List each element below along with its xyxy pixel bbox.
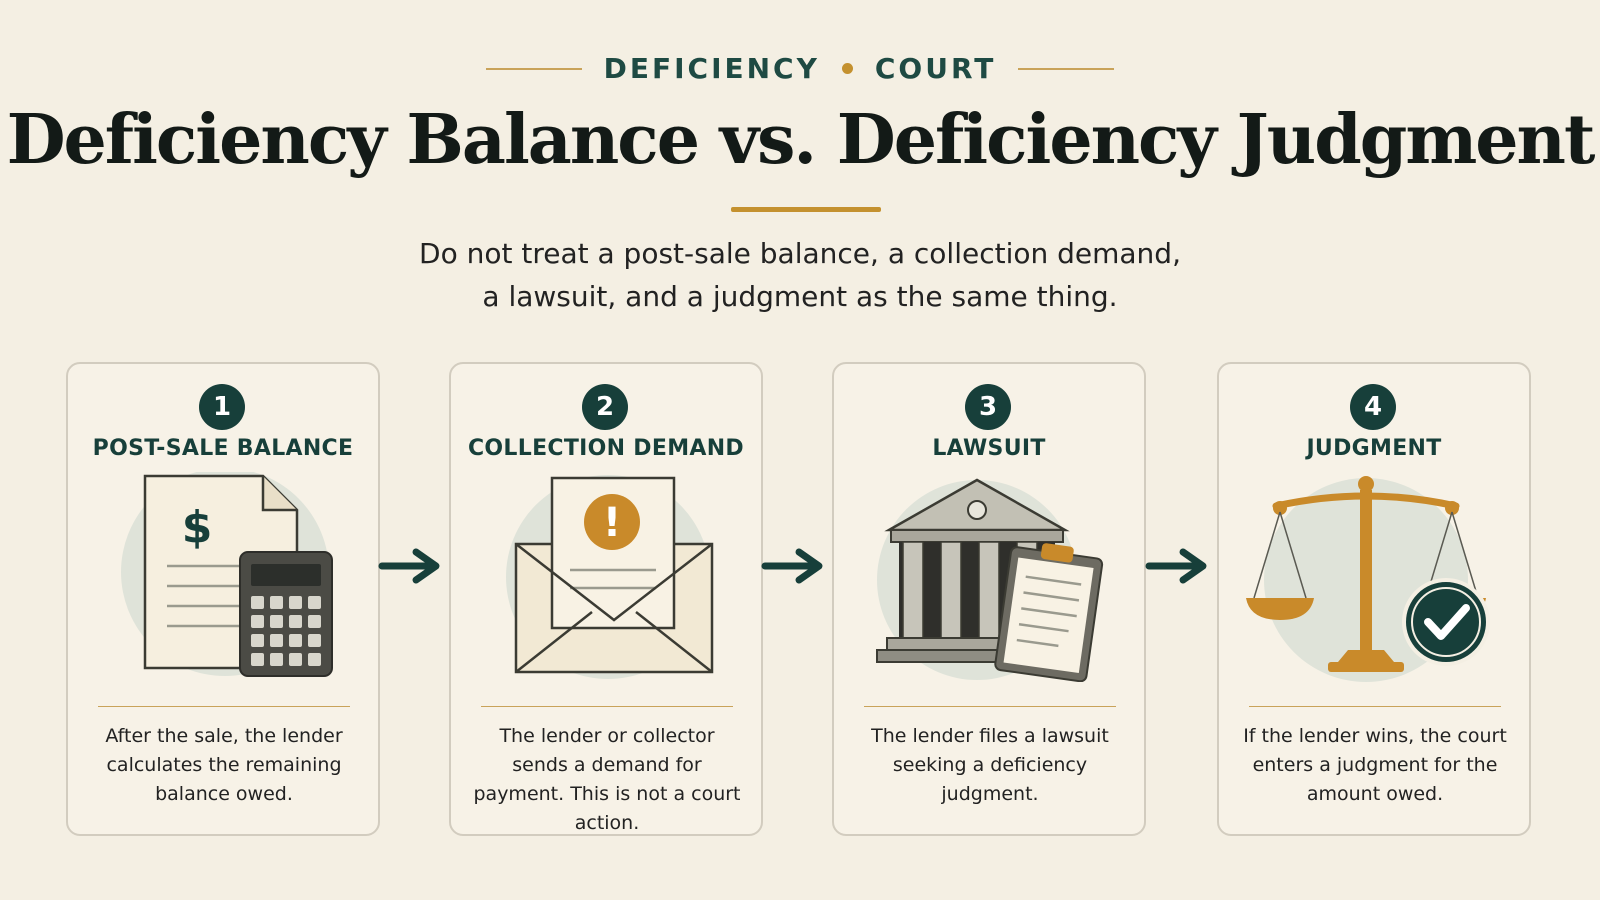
step-divider-3 (864, 706, 1116, 707)
step-number-4: 4 (1350, 384, 1396, 430)
step-card-collection-demand: 2 COLLECTION DEMAND ! The lender or coll… (449, 362, 763, 836)
eyebrow-dot (841, 63, 853, 74)
alert-symbol: ! (603, 500, 621, 546)
step-number-1: 1 (199, 384, 245, 430)
step-divider-2 (481, 706, 733, 707)
step-desc-1: After the sale, the lender calculates th… (105, 725, 343, 805)
step-card-lawsuit: 3 LAWSUIT The lender files a lawsuit see… (832, 362, 1146, 836)
step-divider-4 (1249, 706, 1501, 707)
arrow-right-icon (1145, 548, 1207, 584)
eyebrow-rule-right (1018, 67, 1115, 70)
step-title-2: COLLECTION DEMAND (467, 436, 744, 461)
step-divider-1 (98, 706, 350, 707)
courthouse-clipboard-icon (876, 478, 1104, 682)
eyebrow-rule-left (485, 67, 582, 70)
step-title-4: JUDGMENT (1306, 436, 1442, 461)
subtitle: Do not treat a post-sale balance, a coll… (300, 232, 1300, 318)
step-card-post-sale-balance: 1 POST-SALE BALANCE $ After the sale, th… (66, 362, 380, 836)
step-number-3: 3 (965, 384, 1011, 430)
envelope-alert-icon: ! (506, 475, 714, 679)
step-card-judgment: 4 JUDGMENT If the lender wins, the court… (1217, 362, 1531, 836)
step-desc-3: The lender files a lawsuit seeking a def… (871, 725, 1109, 805)
step-number-2: 2 (582, 384, 628, 430)
subtitle-line-1: Do not treat a post-sale balance, a coll… (419, 237, 1181, 270)
title-underline (731, 207, 881, 212)
arrow-right-icon (378, 548, 440, 584)
scales-check-icon (1246, 476, 1490, 682)
subtitle-line-2: a lawsuit, and a judgment as the same th… (482, 280, 1118, 313)
document-calculator-icon: $ (121, 472, 333, 677)
step-desc-2: The lender or collector sends a demand f… (473, 725, 741, 834)
step-title-3: LAWSUIT (932, 436, 1046, 461)
eyebrow-left-label: DEFICIENCY (603, 52, 820, 85)
eyebrow: DEFICIENCY COURT (0, 52, 1600, 85)
page-title: Deficiency Balance vs. Deficiency Judgme… (6, 100, 1596, 180)
step-title-1: POST-SALE BALANCE (92, 436, 354, 461)
arrow-right-icon (761, 548, 823, 584)
eyebrow-right-label: COURT (874, 52, 997, 85)
dollar-symbol: $ (182, 502, 213, 553)
step-desc-4: If the lender wins, the court enters a j… (1243, 725, 1507, 805)
